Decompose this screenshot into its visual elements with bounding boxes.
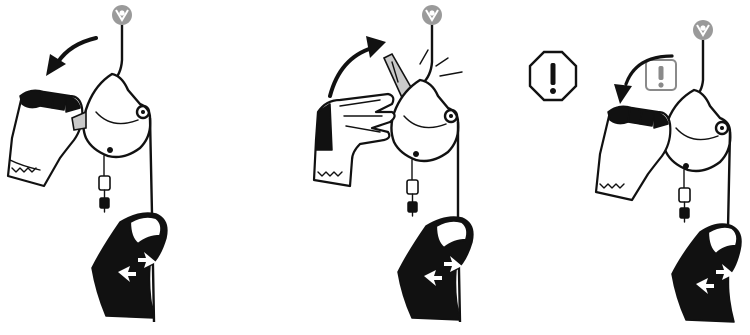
- left-glove-squeezing: [596, 107, 670, 200]
- square-exclamation-icon: [646, 60, 676, 90]
- anchor-rope: [422, 25, 432, 84]
- click-motion-lines: [420, 50, 462, 76]
- rotation-arrow-clockwise-icon: [330, 36, 386, 96]
- panel-1: [8, 5, 167, 322]
- octagon-exclamation-icon: [530, 52, 576, 100]
- descender-device: [391, 80, 458, 216]
- anchor-icon: [422, 5, 442, 25]
- anchor-icon: [112, 5, 132, 25]
- right-glove-holding-rope: [398, 217, 473, 320]
- right-glove-holding-rope: [672, 224, 741, 322]
- right-glove-holding-rope: [92, 213, 167, 318]
- panel-2: [314, 5, 473, 322]
- descender-device: [663, 90, 730, 222]
- descender-device: [83, 74, 150, 212]
- anchor-icon: [693, 20, 713, 40]
- left-glove-squeezing: [8, 91, 86, 186]
- panel-3: [596, 20, 741, 322]
- rotation-arrow-counterclockwise-icon: [46, 38, 96, 76]
- left-glove-open-release: [314, 94, 395, 186]
